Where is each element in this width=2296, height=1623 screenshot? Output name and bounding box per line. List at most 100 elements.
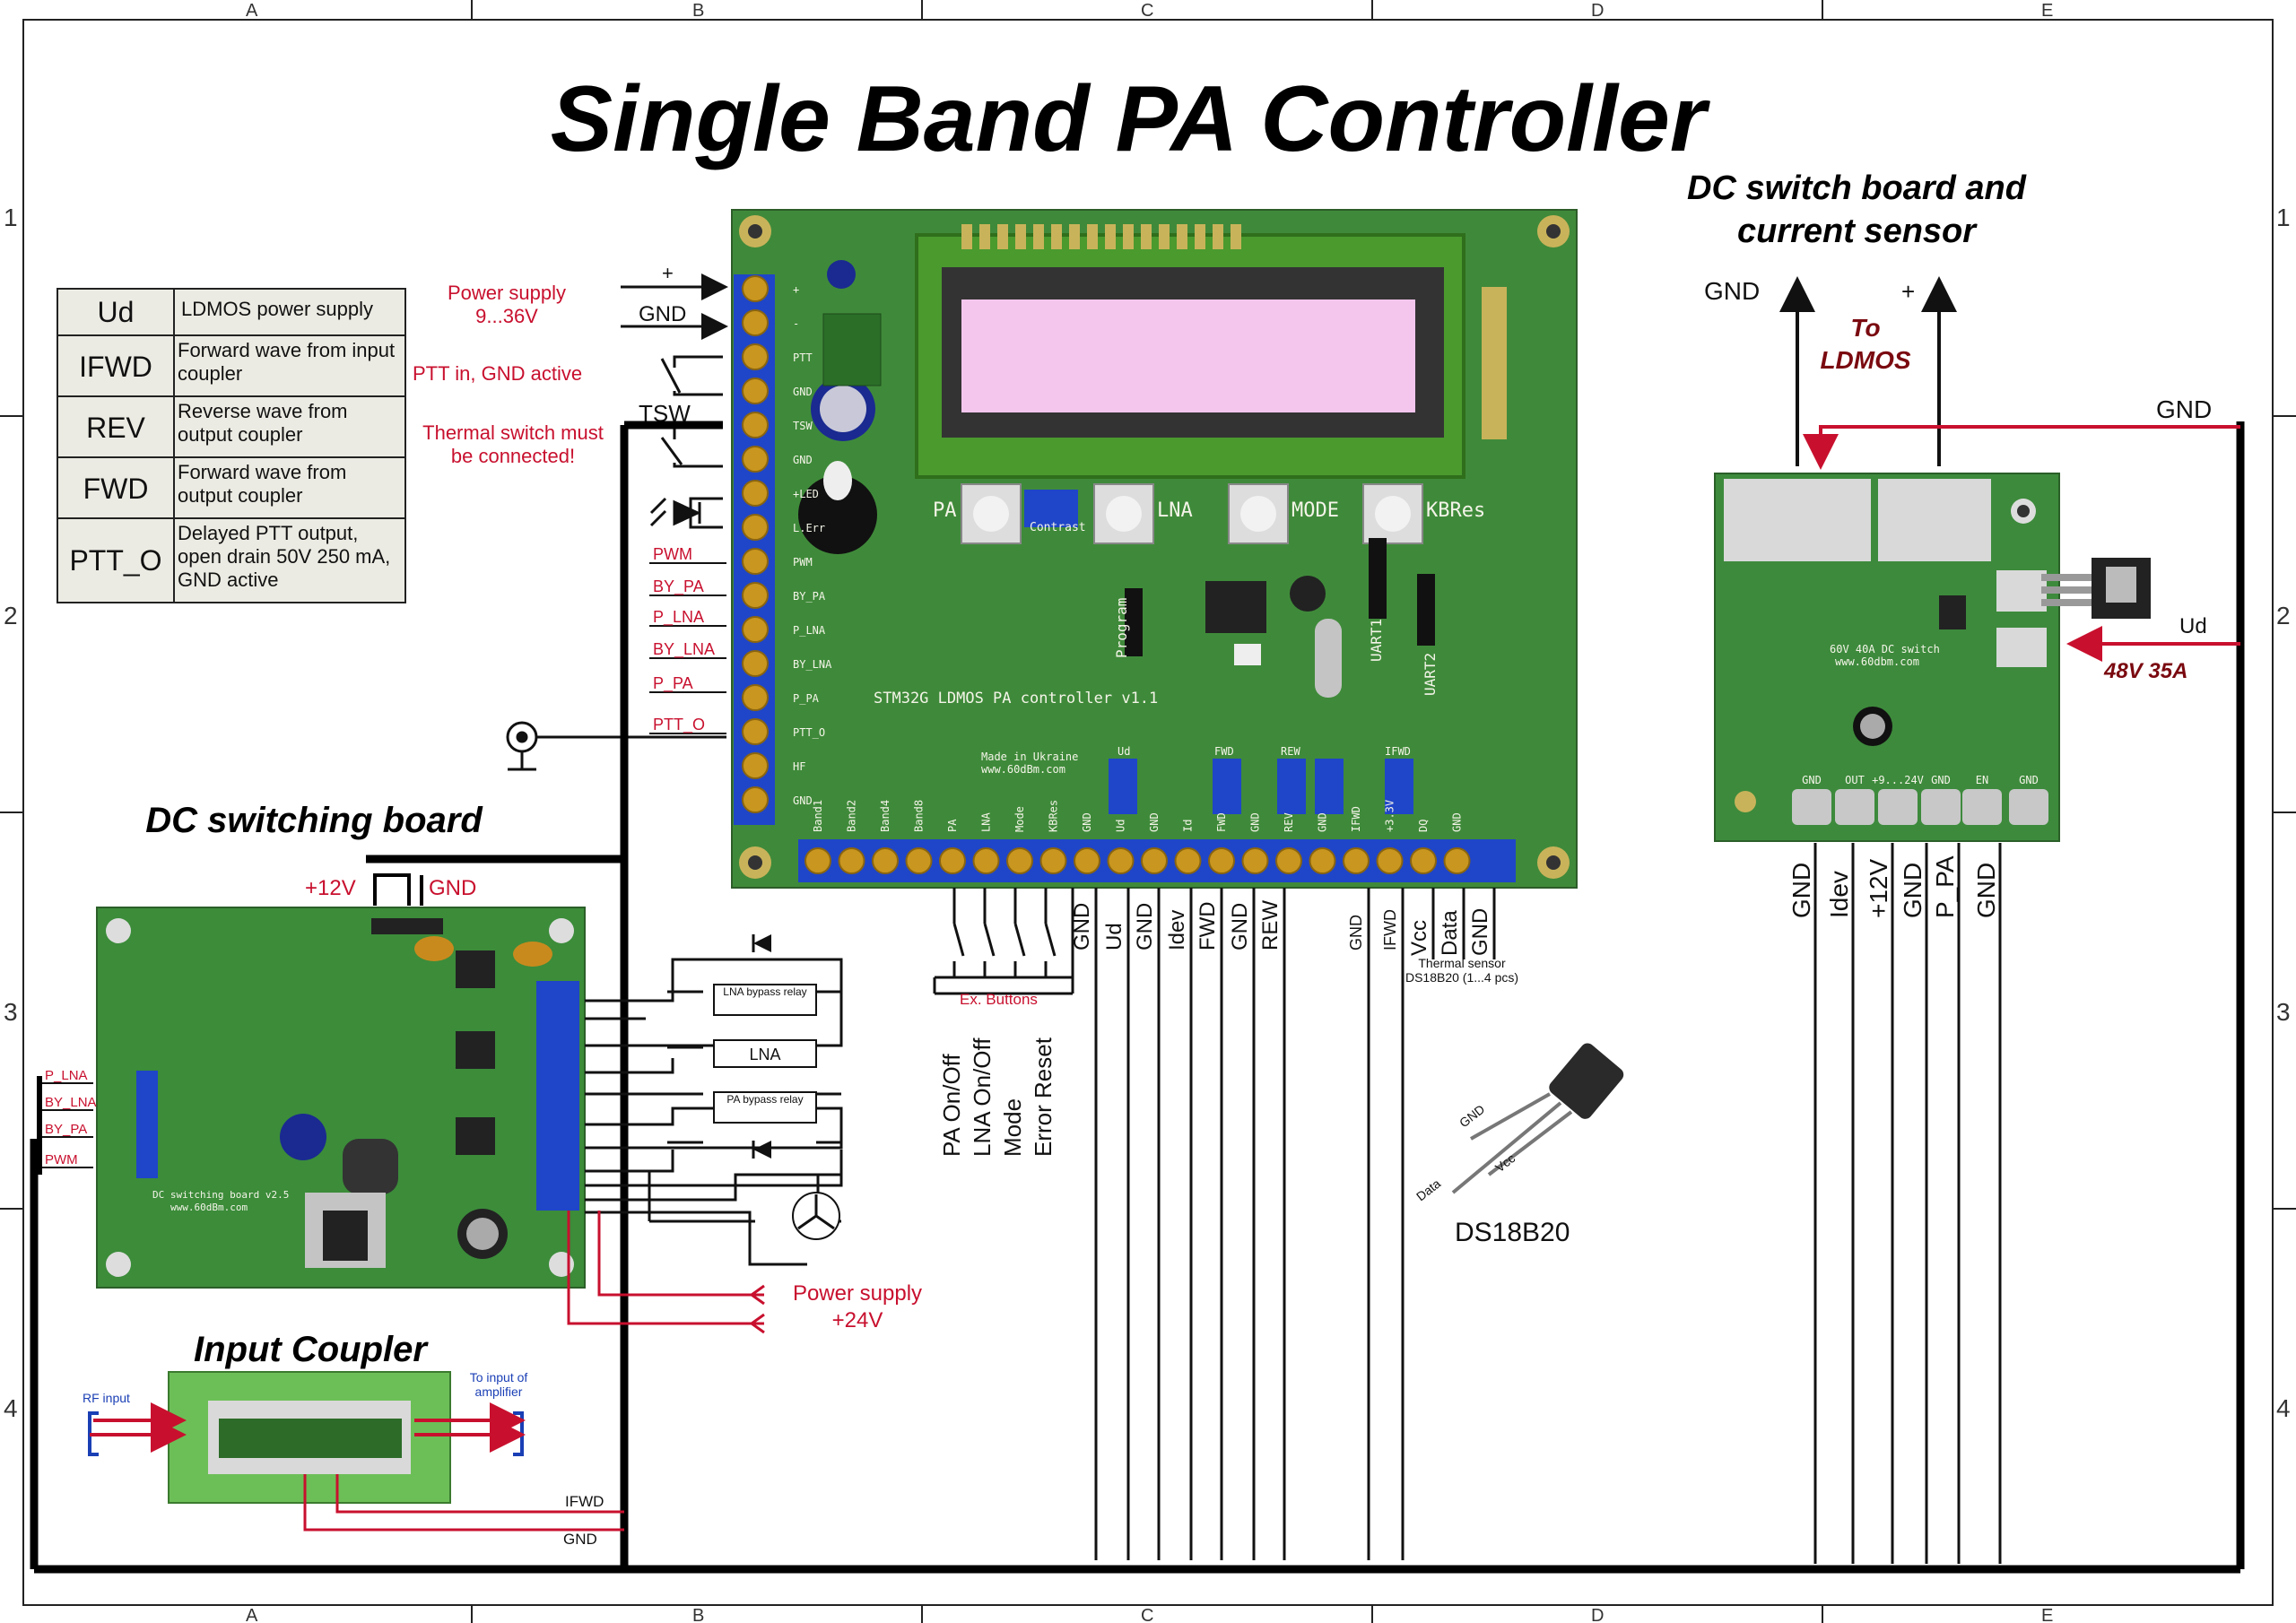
dcsb-plus-label: +	[1901, 278, 1915, 305]
dc-signal-pwm: PWM	[45, 1152, 78, 1167]
gnd-to-ldmos-wire	[1803, 425, 2240, 470]
bottom-terminal-pin-label: Mode	[1013, 806, 1026, 832]
grid-row-1: 1	[4, 204, 18, 231]
dc-switching-signals: P_LNA BY_LNA BY_PA PWM	[37, 1068, 97, 1175]
legend-key-ifwd: IFWD	[79, 351, 152, 383]
legend-key-ud: Ud	[98, 296, 135, 328]
button-mode-label: MODE	[1292, 499, 1339, 522]
terminal-pin-label: TSW	[793, 420, 813, 432]
signal-by-pa: BY_PA	[653, 577, 704, 596]
controller-board-name: STM32G LDMOS PA controller v1.1	[874, 690, 1158, 707]
dcsb-pad	[1792, 789, 1831, 825]
to-amp-label: To input of amplifier	[469, 1370, 528, 1399]
dc-switching-title: DC switching board	[145, 801, 483, 840]
supply-plus-label: +	[662, 262, 674, 284]
terminal-pin	[742, 309, 769, 336]
bottom-terminal-pin-label: Band8	[913, 800, 926, 832]
grid-col-d-bottom: D	[1591, 1606, 1604, 1623]
terminal-pin	[742, 275, 769, 302]
dcsb-pad-label: GND	[2019, 774, 2039, 786]
ptt-in-note: PTT in, GND active	[413, 362, 582, 385]
terminal-pin-label: P_LNA	[793, 624, 826, 637]
bottom-terminal-pin	[1410, 847, 1437, 874]
controller-site: www.60dBm.com	[981, 763, 1065, 776]
terminal-pin	[742, 514, 769, 541]
dc-signal-p-lna: P_LNA	[45, 1068, 88, 1083]
dcsb-pad	[1921, 789, 1961, 825]
fn-pa-onoff: PA On/Off	[938, 1054, 965, 1157]
contrast-label: Contrast	[1030, 521, 1086, 534]
terminal-pin-label: PWM	[793, 556, 813, 568]
dcsb-output-label: GND	[1899, 863, 1926, 918]
dcsb-pad	[1835, 789, 1874, 825]
signal-p-lna: P_LNA	[653, 608, 704, 627]
dcsb-pad	[1878, 789, 1918, 825]
power-24v-wires	[567, 1211, 765, 1334]
legend-desc-ifwd: Forward wave from input coupler	[178, 339, 396, 385]
thermal-sensor-note: Thermal sensor DS18B20 (1...4 pcs)	[1405, 956, 1519, 985]
bottom-terminal-pin-label: FWD	[1215, 812, 1228, 832]
legend-desc-ud: LDMOS power supply	[181, 298, 373, 320]
dc-signal-by-lna: BY_LNA	[45, 1095, 97, 1110]
pot-ifwd-label: IFWD	[1385, 745, 1411, 758]
rf-input-label: RF input	[83, 1391, 130, 1405]
terminal-pin	[742, 548, 769, 575]
svg-text:Ud: Ud	[1102, 923, 1126, 950]
button-kbres-label: KBRes	[1426, 499, 1485, 522]
coupler-gnd-label: GND	[563, 1531, 597, 1548]
bottom-terminal-pin	[1107, 847, 1135, 874]
terminal-pin	[742, 786, 769, 813]
legend-desc-rev: Reverse wave from output coupler	[178, 400, 348, 446]
bottom-terminal-pin	[872, 847, 899, 874]
svg-text:GND: GND	[1347, 915, 1365, 950]
coupler-outputs	[303, 1474, 624, 1532]
terminal-pin	[742, 480, 769, 507]
dcsb-board-site: www.60dbm.com	[1835, 655, 1919, 668]
dc-switching-board-site: www.60dBm.com	[170, 1202, 248, 1213]
bottom-terminal-pin	[1208, 847, 1235, 874]
grid-row-4: 4	[4, 1394, 18, 1422]
terminal-pin-label: -	[793, 317, 799, 330]
bottom-terminal-pin	[1174, 847, 1202, 874]
uart1-label: UART1	[1368, 619, 1385, 662]
controller-bottom-wires	[933, 888, 1496, 1560]
input-coupler-board	[168, 1371, 451, 1504]
dcsb-pad	[2009, 789, 2048, 825]
svg-text:IFWD: IFWD	[1381, 909, 1399, 950]
pot-fwd-label: FWD	[1214, 745, 1234, 758]
bottom-terminal-pin	[1343, 847, 1370, 874]
dcsb-gnd-right-label: GND	[2156, 395, 2212, 423]
ds18b20-label: DS18B20	[1455, 1218, 1570, 1247]
fn-mode: Mode	[999, 1098, 1026, 1157]
thermal-switch-note: Thermal switch must be connected!	[422, 421, 604, 467]
to-ldmos-label: To LDMOS	[1820, 314, 1911, 374]
bottom-terminal-pin-label: GND	[1249, 812, 1262, 832]
svg-text:Idev: Idev	[1165, 910, 1189, 950]
svg-text:Data: Data	[1438, 910, 1462, 956]
bottom-terminal-pin-label: Band4	[879, 800, 891, 832]
dc-switching-gnd-label: GND	[429, 876, 476, 900]
svg-text:REW: REW	[1258, 900, 1283, 950]
legend-key-ptt-o: PTT_O	[69, 544, 161, 577]
ex-buttons-label: Ex. Buttons	[960, 991, 1038, 1008]
uart2-label: UART2	[1422, 653, 1439, 696]
dcsb-output-wires	[1813, 843, 2002, 1564]
bottom-terminal-pin	[1006, 847, 1033, 874]
grid-col-a: A	[246, 1, 258, 21]
dcsb-output-label: P_PA	[1931, 855, 1959, 918]
svg-text:Vcc: Vcc	[1407, 920, 1431, 956]
bottom-terminal-pin-label: LNA	[980, 812, 993, 832]
terminal-pin-label: +	[793, 283, 799, 296]
bottom-terminal-pin-label: DQ	[1417, 820, 1430, 832]
terminal-pin	[742, 582, 769, 609]
dcsb-pad	[1962, 789, 2002, 825]
bottom-terminal-pin-label: Band2	[846, 800, 858, 832]
svg-text:FWD: FWD	[1196, 901, 1220, 950]
grid-col-c-bottom: C	[1141, 1606, 1153, 1623]
dc-switching-12v-label: +12V	[305, 876, 356, 900]
button-function-labels: PA On/Off LNA On/Off Mode Error Reset	[938, 1037, 1057, 1157]
dcsb-pad-label: GND	[1931, 774, 1951, 786]
bottom-terminal-pin-label: GND	[1317, 812, 1329, 832]
